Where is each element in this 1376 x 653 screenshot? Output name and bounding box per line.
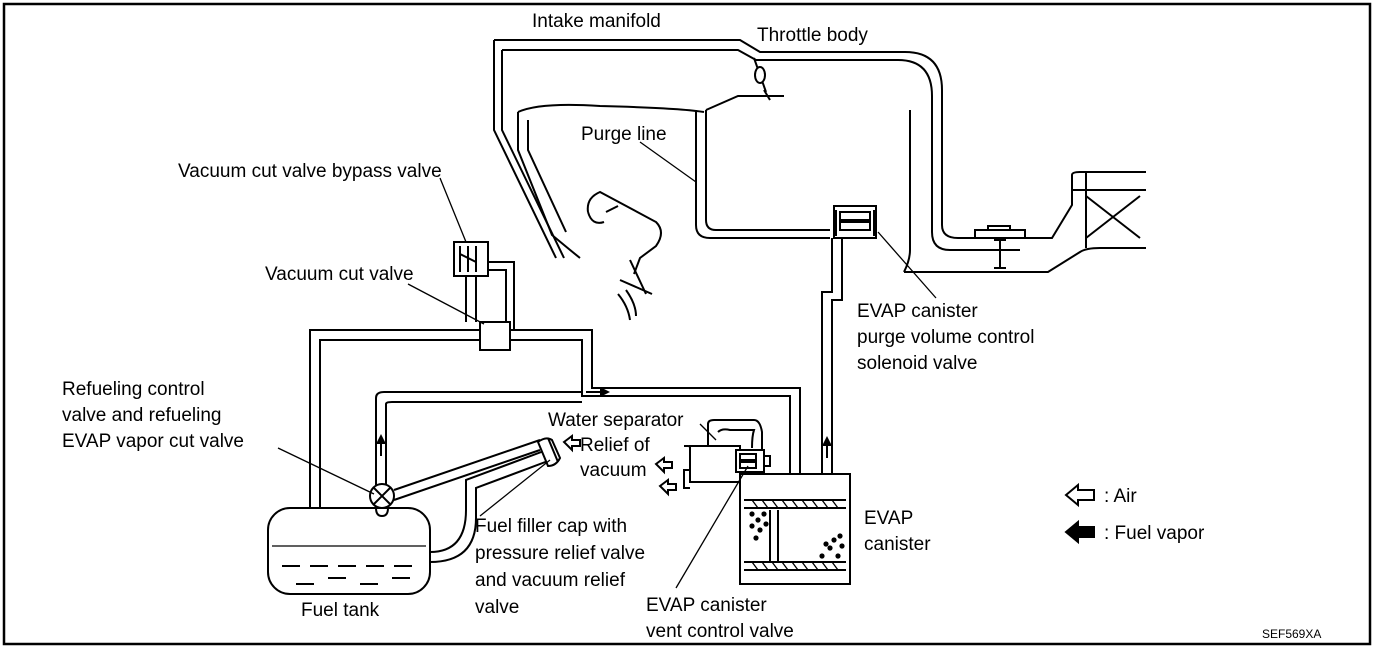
fuel-tank [267,447,557,595]
legend-air-label: : Air [1104,486,1137,507]
label-purge-solenoid-line3: solenoid valve [857,353,977,374]
air-arrows [562,434,677,497]
label-purge-line: Purge line [581,124,667,145]
engine-head [586,190,662,321]
labels: Intake manifold Throttle body Purge line… [62,11,1321,642]
label-relief-line2: vacuum [580,460,647,481]
vent-control-valve [735,449,771,473]
refueling-control-valve [369,439,541,518]
label-vent-valve-line1: EVAP canister [646,595,767,616]
water-separator [683,419,763,489]
vacuum-cut-valve-bypass-valve [453,241,515,330]
label-refueling-line2: valve and refueling [62,405,222,426]
label-filler-cap-line2: pressure relief valve [475,543,645,564]
solid-arrow-left-icon [1064,519,1095,545]
label-refueling-line3: EVAP vapor cut valve [62,431,244,452]
label-vent-valve-line2: vent control valve [646,621,794,642]
intake-manifold [493,39,1146,273]
label-evap-canister-line2: canister [864,534,931,555]
legend: : Air : Fuel vapor [1064,482,1205,545]
label-purge-solenoid-line2: purge volume control [857,327,1034,348]
label-vacuum-cut-valve-bypass-valve: Vacuum cut valve bypass valve [178,161,442,182]
outline-arrow-left-icon [1064,482,1095,508]
vapor-line [375,391,582,488]
label-fuel-tank: Fuel tank [301,600,380,621]
purge-volume-control-solenoid-valve [821,205,877,474]
vacuum-cut-valve [309,321,801,508]
label-filler-cap-line3: and vacuum relief [475,570,626,591]
throttle-body [705,57,784,111]
figure-code: SEF569XA [1262,627,1321,641]
label-filler-cap-line4: valve [475,597,519,618]
label-throttle-body: Throttle body [757,25,868,46]
fuel-vapor-arrows [376,387,832,458]
label-vacuum-cut-valve: Vacuum cut valve [265,264,414,285]
air-arrow-icon-3 [658,478,677,497]
evap-canister [739,473,851,585]
label-filler-cap-line1: Fuel filler cap with [475,516,627,537]
label-relief-line1: Relief of [580,435,650,456]
air-arrow-icon-1 [562,434,581,453]
fuel-filler-cap [536,437,562,468]
vapor-arrow-up-icon-2 [822,436,832,446]
vapor-arrow-up-icon [376,434,386,444]
leader-lines [277,141,937,589]
label-refueling-line1: Refueling control [62,379,205,400]
air-arrow-icon-2 [654,456,673,475]
label-purge-solenoid-line1: EVAP canister [857,301,978,322]
legend-fuel-vapor-label: : Fuel vapor [1104,523,1205,544]
label-water-separator: Water separator [548,410,684,431]
vapor-arrow-right-icon [600,387,610,397]
surge-tank [695,110,911,239]
label-evap-canister-line1: EVAP [864,508,913,529]
label-intake-manifold: Intake manifold [532,11,661,32]
